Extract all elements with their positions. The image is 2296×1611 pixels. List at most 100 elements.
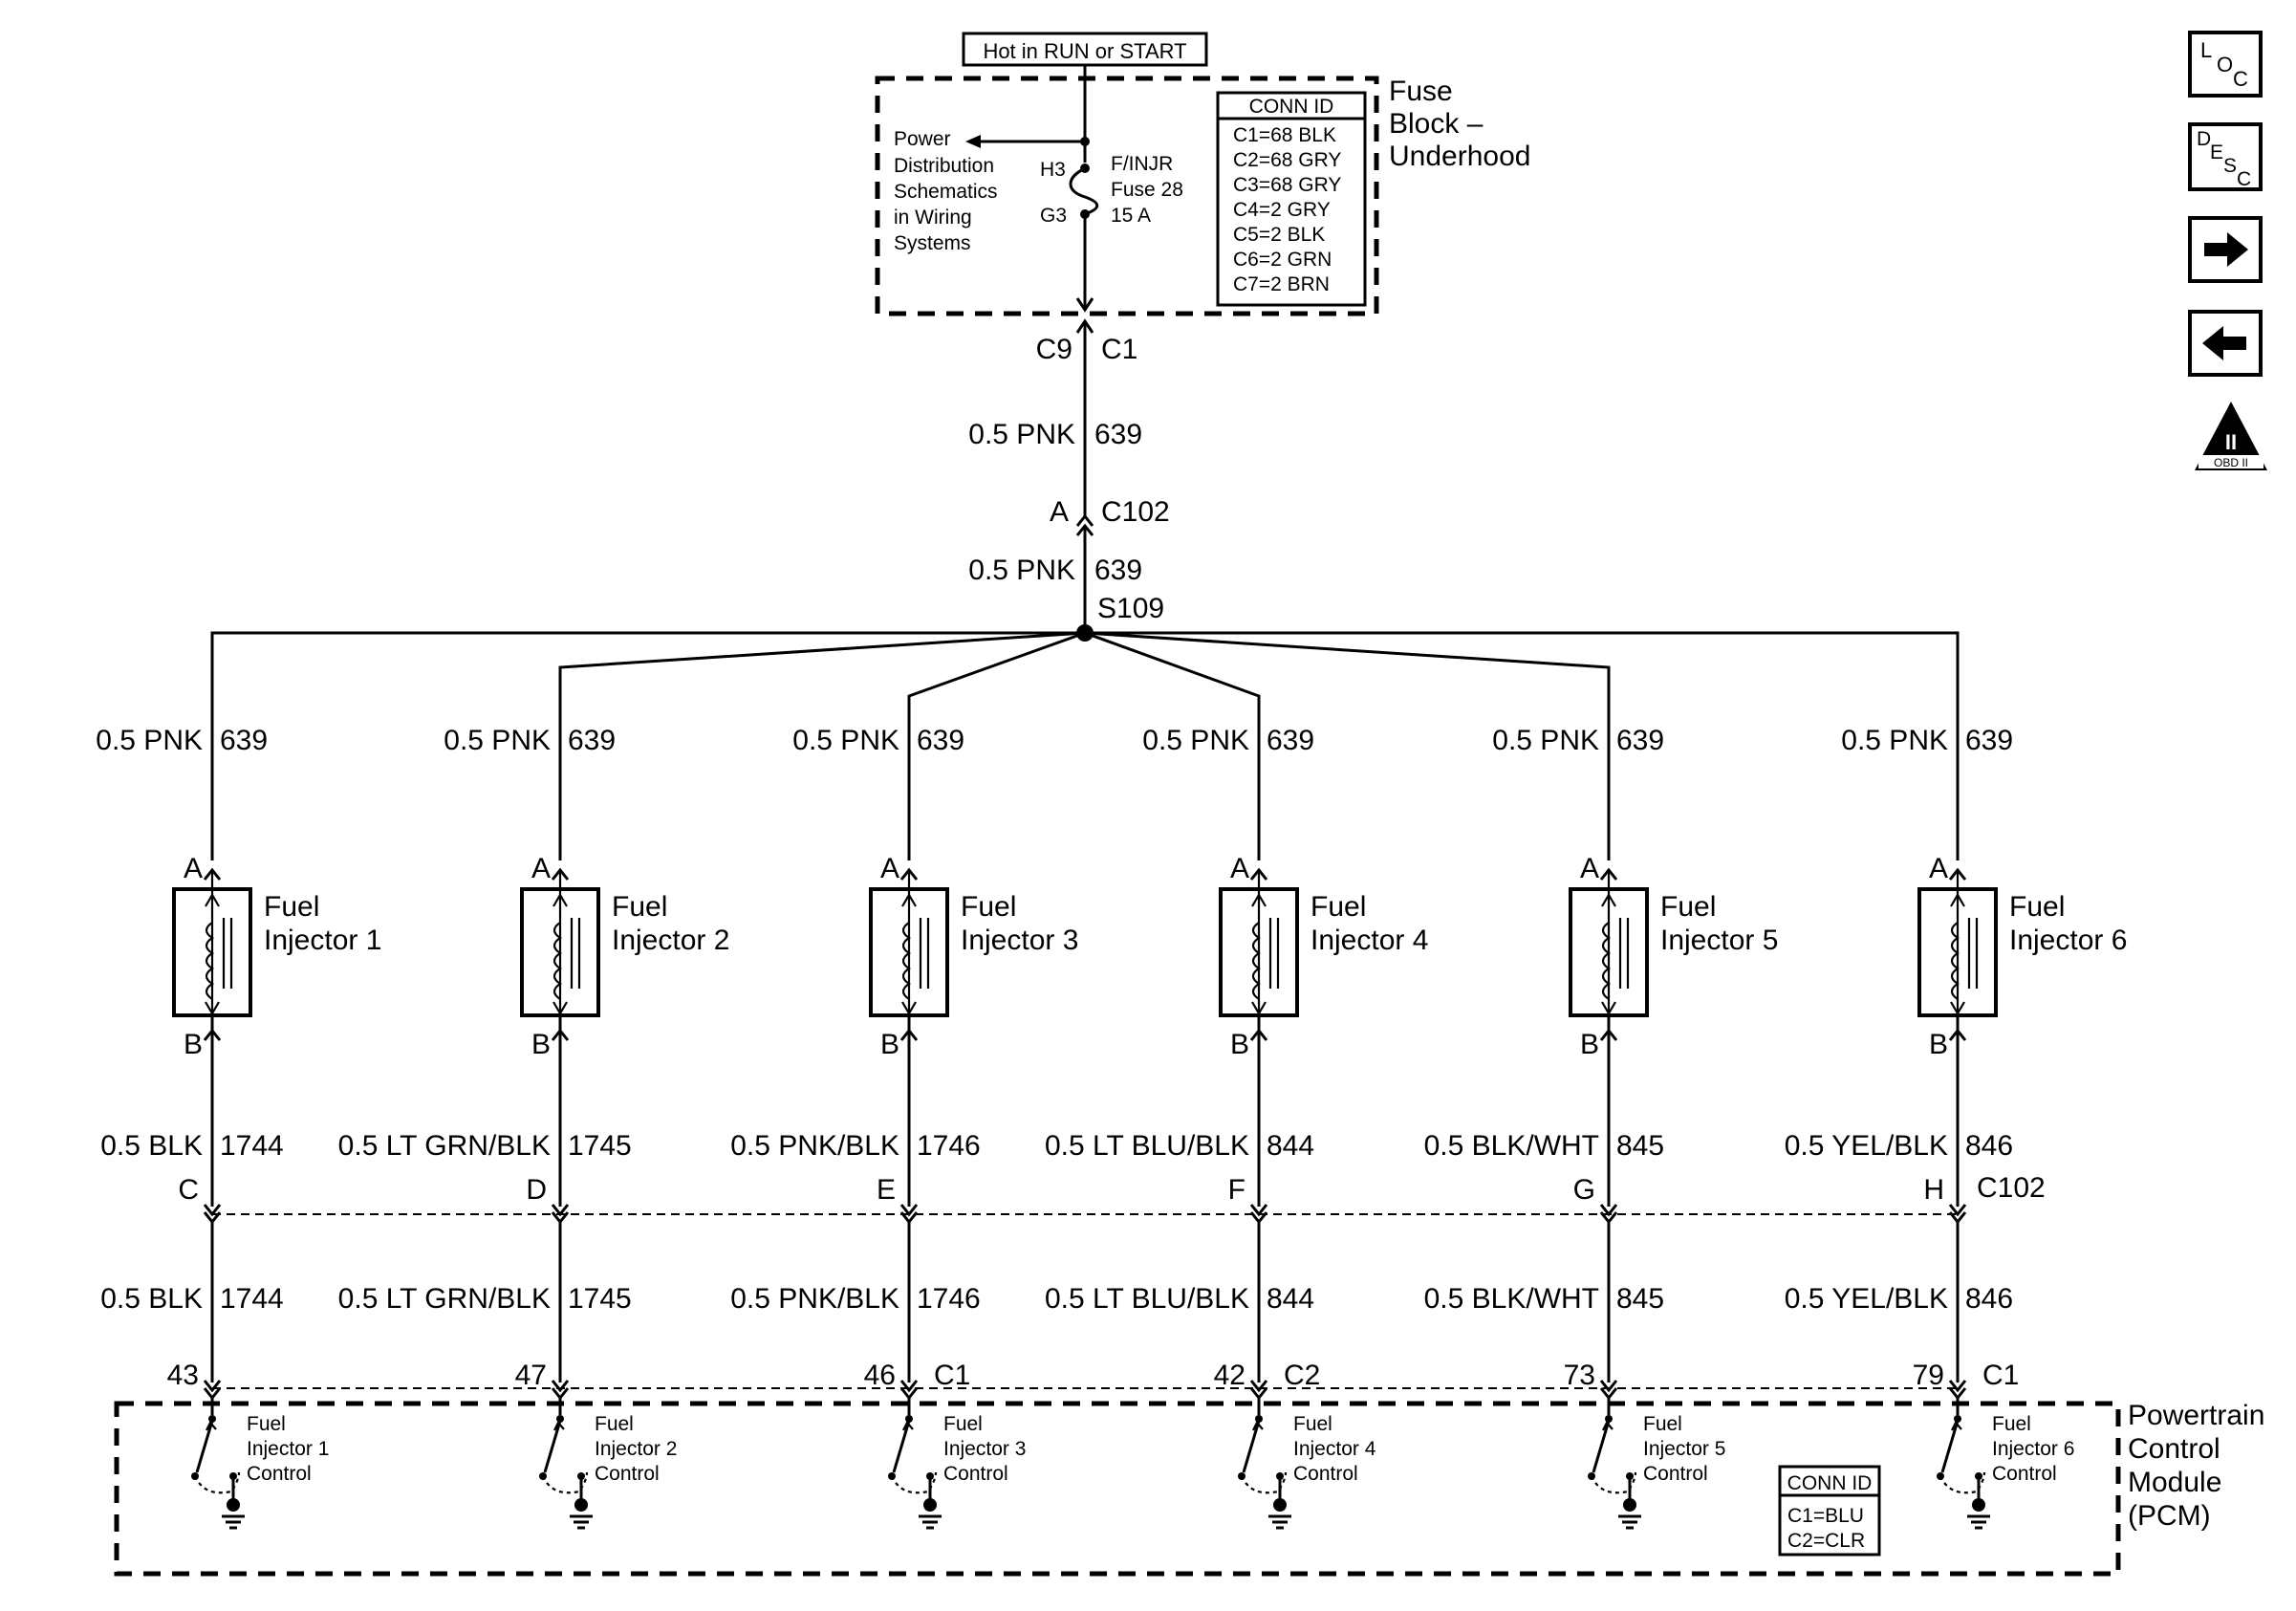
injector-driver-switch-icon <box>1937 1398 1990 1530</box>
fuse-block-title: Fuse <box>1389 76 1453 107</box>
ground-icon <box>222 1514 245 1530</box>
power-ref-text: Systems <box>894 232 971 254</box>
injector-control-label: Control <box>1293 1463 1358 1485</box>
pcm-input-wire-color: 0.5 LT GRN/BLK <box>338 1283 551 1315</box>
injector-control-label: Injector 5 <box>1643 1438 1725 1460</box>
description-icon-e: E <box>2210 142 2223 163</box>
injector-driver-switch-icon <box>888 1398 942 1530</box>
injector-pin-b: B <box>1230 1029 1249 1060</box>
injector-pin-b: B <box>531 1029 551 1060</box>
power-ref-text: Distribution <box>894 155 994 177</box>
injector-driver-switch-icon <box>191 1398 245 1530</box>
injector-control-label: Injector 3 <box>943 1438 1026 1460</box>
fuel-injector-icon <box>172 872 252 1033</box>
obd-ii-icon <box>2195 402 2267 470</box>
pcm-input-wire-color: 0.5 LT BLU/BLK <box>1045 1283 1249 1315</box>
injector-name: Injector 2 <box>612 925 729 956</box>
conn-id-row: C7=2 BRN <box>1233 273 1330 295</box>
conn-id-title: CONN ID <box>1249 96 1334 118</box>
injector-output-wire-color: 0.5 LT BLU/BLK <box>1045 1130 1249 1162</box>
c102-pin: H <box>1923 1174 1944 1206</box>
fuse-label: F/INJR <box>1111 153 1173 175</box>
feed-wire2-circuit: 639 <box>1094 555 1142 586</box>
conn-id-row: C6=2 GRN <box>1233 249 1332 271</box>
power-ref-text: Power <box>894 128 951 150</box>
injector-name: Fuel <box>612 891 667 923</box>
ground-icon <box>1268 1514 1291 1530</box>
injector-driver-switch-icon <box>539 1398 593 1530</box>
injector-control-label: Fuel <box>1293 1413 1332 1435</box>
injector-output-wire-color: 0.5 YEL/BLK <box>1785 1130 1948 1162</box>
pcm-input-wire-color: 0.5 YEL/BLK <box>1785 1283 1948 1315</box>
pcm-border <box>114 1401 2121 1577</box>
injector-pin-b: B <box>880 1029 899 1060</box>
pcm-input-circuit: 846 <box>1965 1283 2013 1315</box>
location-button[interactable]: L O C <box>2188 31 2263 98</box>
c102-pin: G <box>1573 1174 1595 1206</box>
feed-wire1-gauge-color: 0.5 PNK <box>968 419 1075 450</box>
fuse-label: Fuse 28 <box>1111 179 1183 201</box>
ground-icon <box>919 1514 942 1530</box>
injector-control-label: Control <box>1643 1463 1708 1485</box>
splice-branches <box>210 631 1960 860</box>
conn-id-row: C2=68 GRY <box>1233 149 1341 171</box>
injector-output-circuit: 844 <box>1267 1130 1314 1162</box>
fuse-icon <box>1069 163 1099 219</box>
fuse-block-border <box>875 76 1379 316</box>
feed-c102-label: C102 <box>1101 496 1170 528</box>
description-icon-c: C <box>2237 168 2251 190</box>
injector-output-wire-color: 0.5 PNK/BLK <box>730 1130 899 1162</box>
c102-pin: D <box>526 1174 547 1206</box>
conn-id-row: C1=BLU <box>1787 1505 1864 1527</box>
obd-ii-button[interactable]: II OBD II <box>2195 402 2267 470</box>
fuse-block-title: Block – <box>1389 108 1484 140</box>
fuse-label: 15 A <box>1111 205 1151 227</box>
next-page-button[interactable] <box>2188 216 2263 283</box>
injector-output-wire-color: 0.5 BLK/WHT <box>1424 1130 1599 1162</box>
injector-control-label: Injector 1 <box>247 1438 329 1460</box>
injector-feed-circuit: 639 <box>917 725 964 756</box>
fuel-injector-icon <box>1569 872 1649 1033</box>
injector-feed-wire-color: 0.5 PNK <box>1492 725 1599 756</box>
injector-control-label: Fuel <box>595 1413 634 1435</box>
injector-control-label: Fuel <box>1643 1413 1682 1435</box>
injector-name: Injector 5 <box>1660 925 1778 956</box>
injector-driver-switch-icon <box>1588 1398 1641 1530</box>
fuse-pin-top: H3 <box>1040 159 1066 181</box>
injector-control-label: Control <box>1992 1463 2057 1485</box>
power-source-label: Hot in RUN or START <box>983 39 1186 63</box>
ground-icon <box>570 1514 593 1530</box>
injector-name: Injector 6 <box>2009 925 2127 956</box>
location-icon-o: O <box>2217 53 2233 76</box>
injector-name: Injector 1 <box>264 925 381 956</box>
injector-feed-circuit: 639 <box>1267 725 1314 756</box>
injector-pin-b: B <box>184 1029 203 1060</box>
pcm-title: Powertrain <box>2128 1400 2264 1431</box>
previous-page-button[interactable] <box>2188 310 2263 377</box>
location-icon-c: C <box>2233 67 2248 91</box>
pcm-input-wire-color: 0.5 BLK <box>100 1283 203 1315</box>
injector-pin-a: A <box>531 853 551 884</box>
injector-feed-wire-color: 0.5 PNK <box>96 725 203 756</box>
pcm-title: (PCM) <box>2128 1500 2211 1532</box>
pcm-title: Control <box>2128 1433 2220 1465</box>
injector-feed-circuit: 639 <box>568 725 616 756</box>
pcm-connector-id: C2 <box>1284 1360 1320 1391</box>
injector-control-label: Injector 6 <box>1992 1438 2074 1460</box>
pcm-input-circuit: 1746 <box>917 1283 981 1315</box>
injector-name: Injector 4 <box>1310 925 1428 956</box>
injector-connector-a <box>899 867 919 881</box>
injector-control-label: Control <box>595 1463 660 1485</box>
injector-pin-a: A <box>1929 853 1948 884</box>
feed-conn-right: C1 <box>1101 334 1137 365</box>
injector-connector-a <box>551 867 570 881</box>
injector-feed-circuit: 639 <box>1616 725 1664 756</box>
pcm-pin-number: 47 <box>515 1360 547 1391</box>
fuel-injector-icon <box>520 872 600 1033</box>
fuel-injector-icon <box>1219 872 1299 1033</box>
injector-pin-b: B <box>1580 1029 1599 1060</box>
description-button[interactable]: D E S C <box>2188 122 2263 191</box>
injector-feed-wire-color: 0.5 PNK <box>1841 725 1948 756</box>
feed-c102-pin: A <box>1050 496 1069 528</box>
